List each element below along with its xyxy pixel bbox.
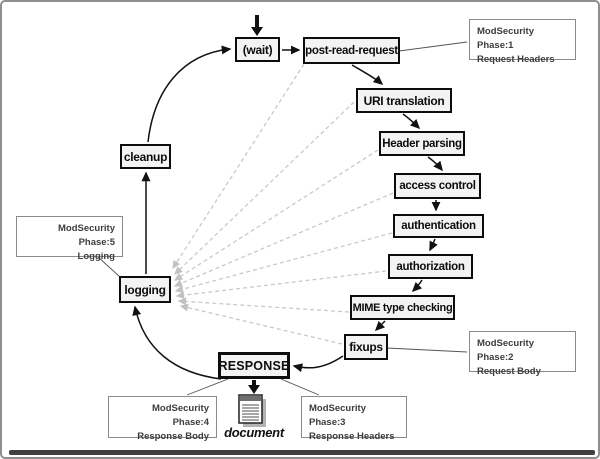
node-response: RESPONSE — [218, 352, 290, 379]
node-wait-label: (wait) — [242, 42, 273, 57]
node-header-parsing-label: Header parsing — [382, 137, 462, 150]
dashed-header-to-logging — [173, 149, 379, 281]
node-cleanup-label: cleanup — [123, 149, 168, 164]
callout-phase1: ModSecurity Phase:1 Request Headers — [469, 19, 576, 65]
node-wait: (wait) — [235, 37, 280, 62]
entry-arrow — [251, 15, 263, 36]
edge-mime-to-fixups — [374, 320, 386, 332]
dashed-authn-to-logging — [174, 232, 393, 293]
callout-phase2-subtitle: Request Body — [477, 365, 541, 377]
callout-phase3-title: ModSecurity Phase:3 — [309, 403, 367, 428]
callout-phase5-subtitle: Logging — [77, 250, 115, 262]
callout-phase5-title: ModSecurity Phase:5 — [57, 223, 115, 248]
callout-phase2: ModSecurity Phase:2 Request Body — [469, 331, 576, 377]
dashed-fixups-to-logging — [179, 303, 343, 345]
node-post-read-request: post-read-request — [303, 37, 400, 64]
node-response-label: RESPONSE — [218, 358, 290, 373]
edge-uri-to-header — [402, 113, 421, 130]
dashed-uri-to-logging — [174, 101, 355, 275]
node-fixups: fixups — [344, 334, 388, 360]
callout-phase4-subtitle: Response Body — [137, 430, 209, 442]
callout-line-phase5 — [96, 255, 121, 278]
edge-response-to-logging — [132, 305, 222, 380]
node-header-parsing: Header parsing — [379, 131, 465, 156]
node-authorization-label: authorization — [396, 260, 465, 273]
node-authentication-label: authentication — [401, 220, 476, 232]
callout-line-phase2 — [386, 347, 468, 353]
edge-post-read-to-uri — [351, 64, 384, 85]
node-logging: logging — [119, 276, 171, 303]
node-authentication: authentication — [393, 214, 484, 238]
edge-authn-to-authz — [429, 238, 438, 252]
edge-cleanup-to-wait — [147, 45, 232, 143]
node-uri-translation: URI translation — [356, 88, 452, 113]
callout-line-phase4 — [186, 378, 229, 396]
node-access-control-label: access control — [399, 180, 476, 192]
edge-fixups-to-response — [292, 355, 344, 373]
dashed-access-to-logging — [173, 192, 394, 287]
callout-line-phase3 — [280, 378, 320, 396]
callout-phase5: ModSecurity Phase:5 Logging — [16, 216, 123, 262]
node-fixups-label: fixups — [349, 340, 383, 354]
node-uri-translation-label: URI translation — [363, 93, 445, 108]
edge-authz-to-mime — [411, 279, 423, 293]
callout-phase2-title: ModSecurity Phase:2 — [477, 338, 535, 363]
frame-bottom-bar — [9, 450, 595, 455]
callout-phase1-subtitle: Request Headers — [477, 53, 555, 65]
document-icon — [238, 394, 266, 427]
callout-phase1-title: ModSecurity Phase:1 — [477, 26, 535, 51]
node-access-control: access control — [394, 173, 481, 199]
callout-phase3: ModSecurity Phase:3 Response Headers — [301, 396, 407, 442]
node-logging-label: logging — [124, 282, 166, 297]
node-mime-type-checking: MIME type checking — [350, 295, 455, 320]
edge-header-to-access — [427, 156, 443, 172]
node-post-read-request-label: post-read-request — [305, 44, 398, 57]
callout-phase4: ModSecurity Phase:4 Response Body — [108, 396, 217, 442]
callout-line-phase1 — [398, 41, 468, 52]
node-mime-type-checking-label: MIME type checking — [352, 301, 453, 314]
node-cleanup: cleanup — [120, 144, 171, 169]
response-to-document-arrow — [248, 380, 260, 394]
callout-phase4-title: ModSecurity Phase:4 — [151, 403, 209, 428]
document-label: document — [224, 425, 284, 440]
dashed-post-read-to-logging — [172, 63, 305, 270]
node-authorization: authorization — [388, 254, 473, 279]
dashed-mime-to-logging — [177, 297, 350, 313]
dashed-authz-to-logging — [175, 270, 387, 300]
callout-phase3-subtitle: Response Headers — [309, 430, 395, 442]
